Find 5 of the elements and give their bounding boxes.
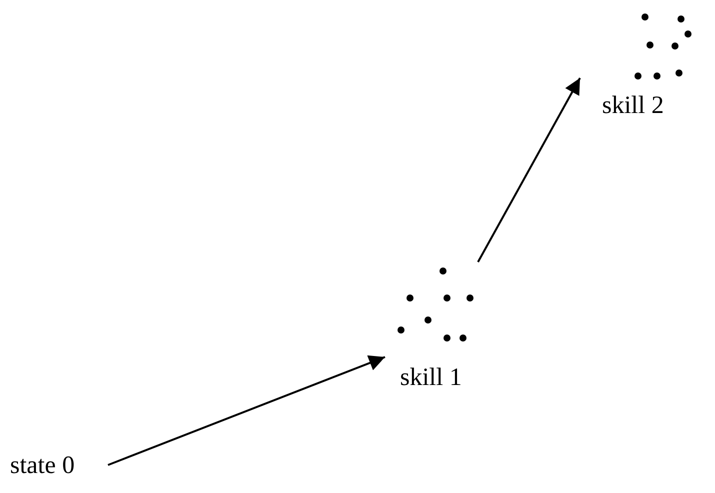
arrow	[477, 78, 581, 262]
node-label: state 0	[10, 452, 75, 480]
node-label: skill 1	[400, 364, 462, 392]
arrow	[108, 355, 386, 466]
node-label: skill 2	[602, 92, 664, 120]
